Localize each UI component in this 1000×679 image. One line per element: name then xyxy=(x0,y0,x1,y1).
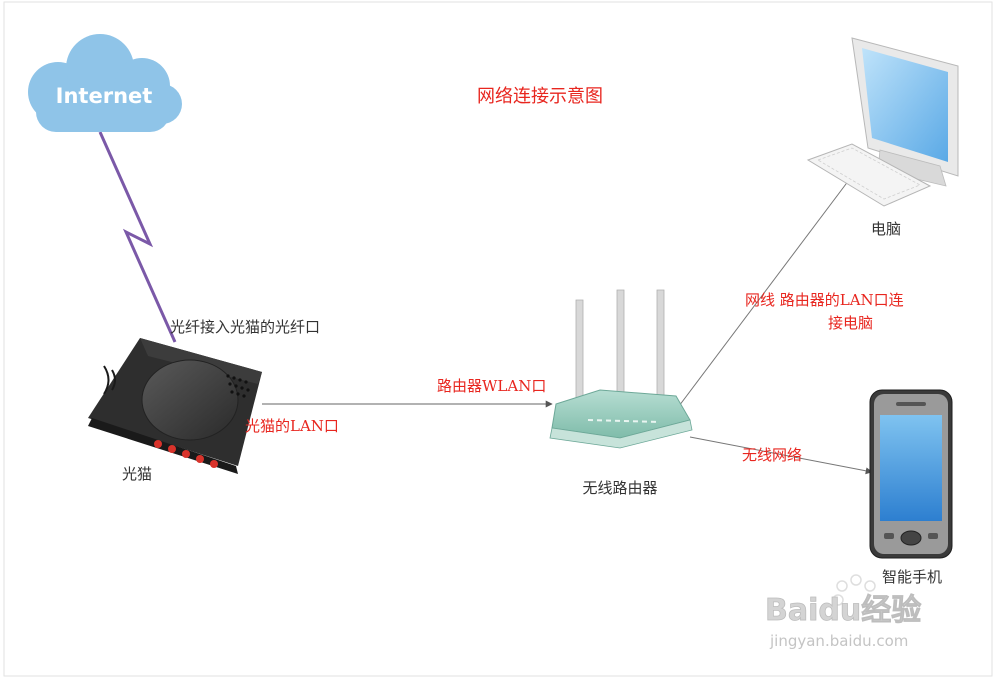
baidu-paw-logo xyxy=(832,574,876,606)
fiber-connection-label: 光纤接入光猫的光纤口 xyxy=(170,318,320,336)
modem-lan-port-label: 光猫的LAN口 xyxy=(245,417,339,435)
cable-label-line2: 接电脑 xyxy=(828,314,873,332)
page-border xyxy=(3,1,993,677)
wireless-router-icon xyxy=(549,289,693,449)
fiber-lightning-connector xyxy=(98,131,177,343)
computer-icon xyxy=(806,37,959,207)
internet-cloud-icon xyxy=(28,34,182,132)
router-phone-connector xyxy=(689,436,873,475)
router-wlan-port-label: 路由器WLAN口 xyxy=(437,377,546,395)
cable-label-line1: 网线 路由器的LAN口连 xyxy=(745,291,904,309)
router-computer-connector xyxy=(675,175,853,411)
diagram-title: 网络连接示意图 xyxy=(477,86,603,107)
optical-modem-icon xyxy=(88,338,262,474)
cloud-label: Internet xyxy=(56,84,153,108)
watermark-url: jingyan.baidu.com xyxy=(769,632,908,650)
watermark-brand: Baidu经验 xyxy=(765,593,921,628)
phone-label: 智能手机 xyxy=(882,568,942,586)
router-label: 无线路由器 xyxy=(582,479,657,497)
computer-label: 电脑 xyxy=(871,220,901,238)
wireless-network-label: 无线网络 xyxy=(742,446,802,464)
smartphone-icon xyxy=(869,389,953,559)
modem-label: 光猫 xyxy=(122,465,152,483)
